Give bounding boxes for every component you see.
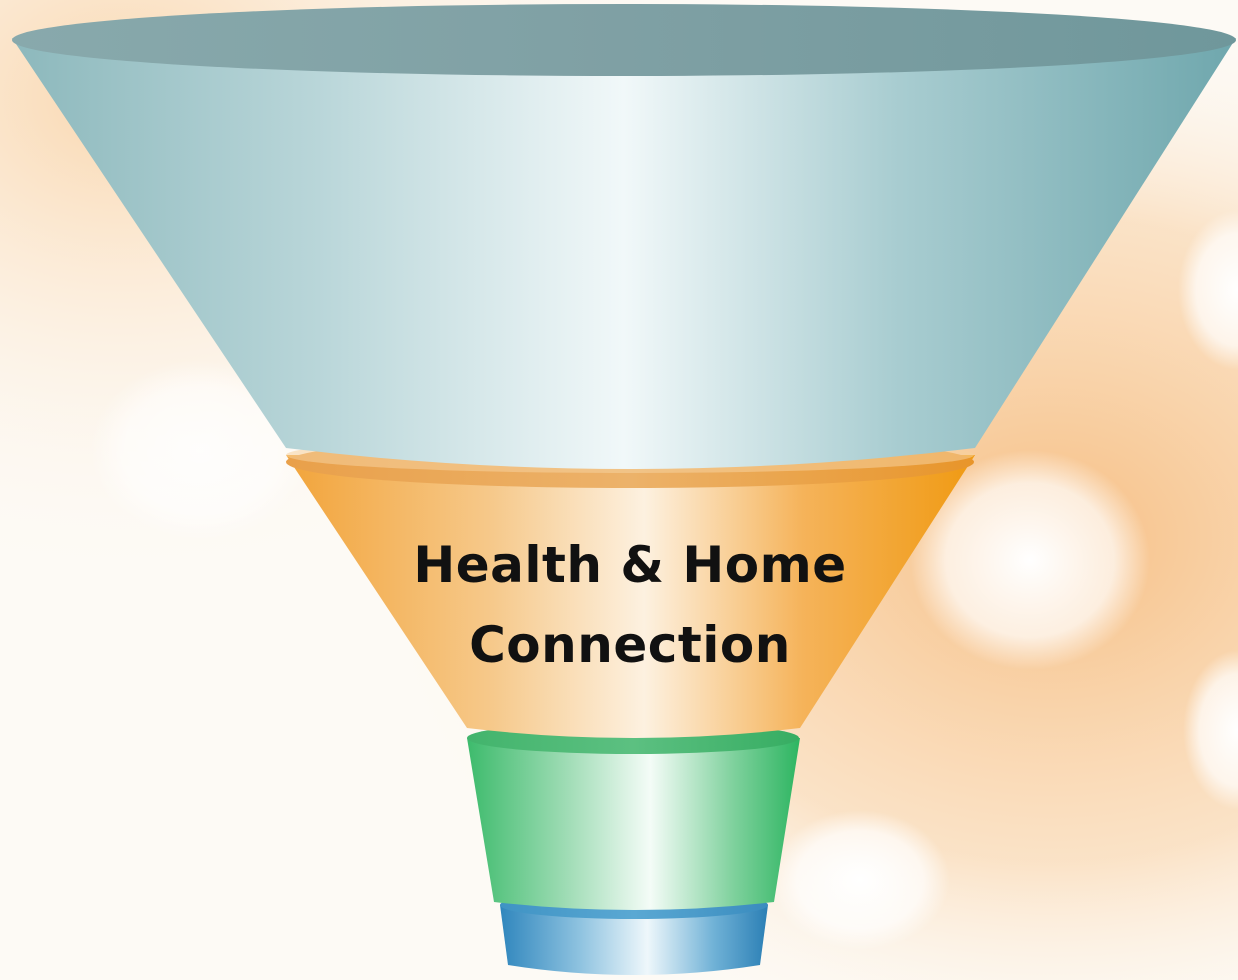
funnel-tier-lower bbox=[467, 722, 800, 910]
funnel-tier-top bbox=[12, 4, 1236, 469]
funnel-label-line2: Connection bbox=[469, 616, 791, 674]
background-bubble bbox=[1178, 210, 1238, 370]
funnel-label-line1: Health & Home bbox=[413, 536, 847, 594]
funnel-label: Health & Home Connection bbox=[380, 525, 880, 685]
background-bubble bbox=[910, 450, 1150, 670]
background-bubble bbox=[1183, 650, 1238, 810]
background-bubble bbox=[90, 360, 310, 540]
background-bubble bbox=[770, 810, 950, 950]
